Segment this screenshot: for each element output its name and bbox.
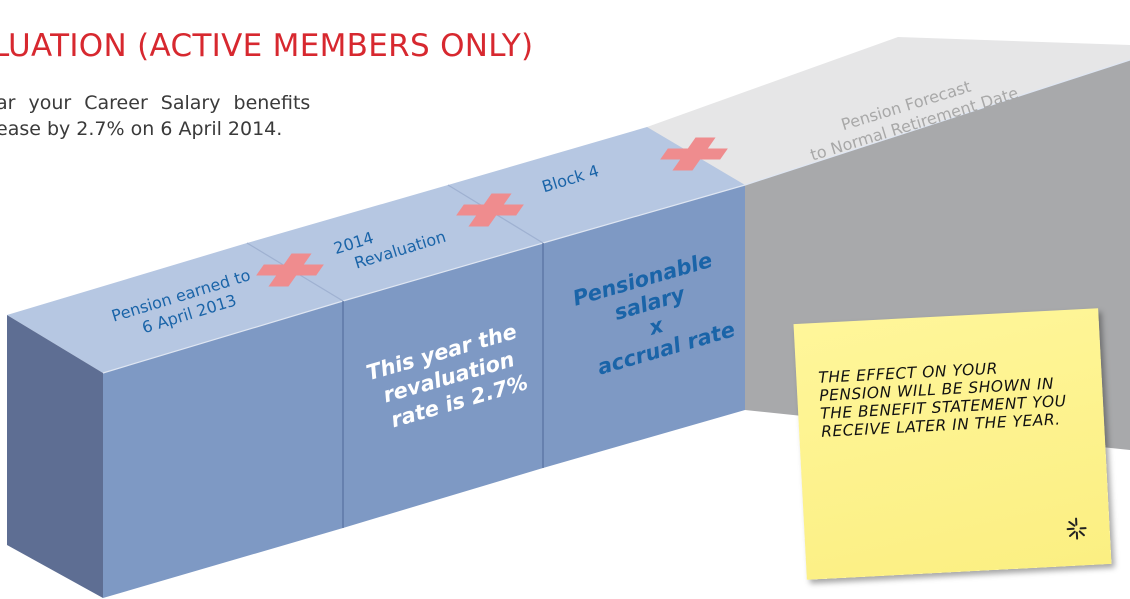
plus-icon [660, 137, 728, 171]
sticky-note-text: The effect on your pension will be shown… [817, 359, 1067, 441]
plus-icon [256, 253, 324, 287]
page-title: LUATION (ACTIVE MEMBERS ONLY) [0, 28, 534, 64]
plus-icon [456, 193, 524, 227]
block-4-grey-top [647, 37, 1130, 185]
intro-line-2: ease by 2.7% on 6 April 2014. [0, 118, 283, 140]
block-1-side [7, 315, 103, 598]
starburst-logo-icon [1066, 517, 1087, 540]
intro-paragraph: ar your Career Salary benefits ease by 2… [0, 90, 346, 142]
block-3-face [543, 185, 745, 468]
block-2-face [343, 243, 543, 528]
sticky-note: The effect on your pension will be shown… [793, 308, 1112, 580]
block-1-face [103, 301, 343, 598]
intro-line-1: ar your Career Salary benefits [0, 92, 311, 114]
